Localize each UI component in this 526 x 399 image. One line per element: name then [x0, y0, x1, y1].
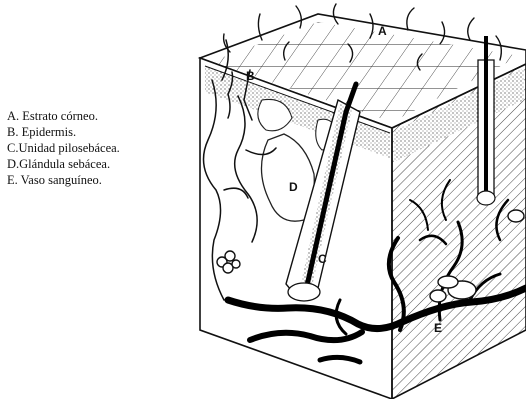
label-e: E	[434, 321, 442, 335]
label-d: D	[289, 180, 298, 194]
right-follicle	[477, 36, 495, 205]
label-c: C	[318, 252, 327, 266]
label-b: B	[246, 69, 255, 83]
label-a: A	[378, 24, 387, 38]
